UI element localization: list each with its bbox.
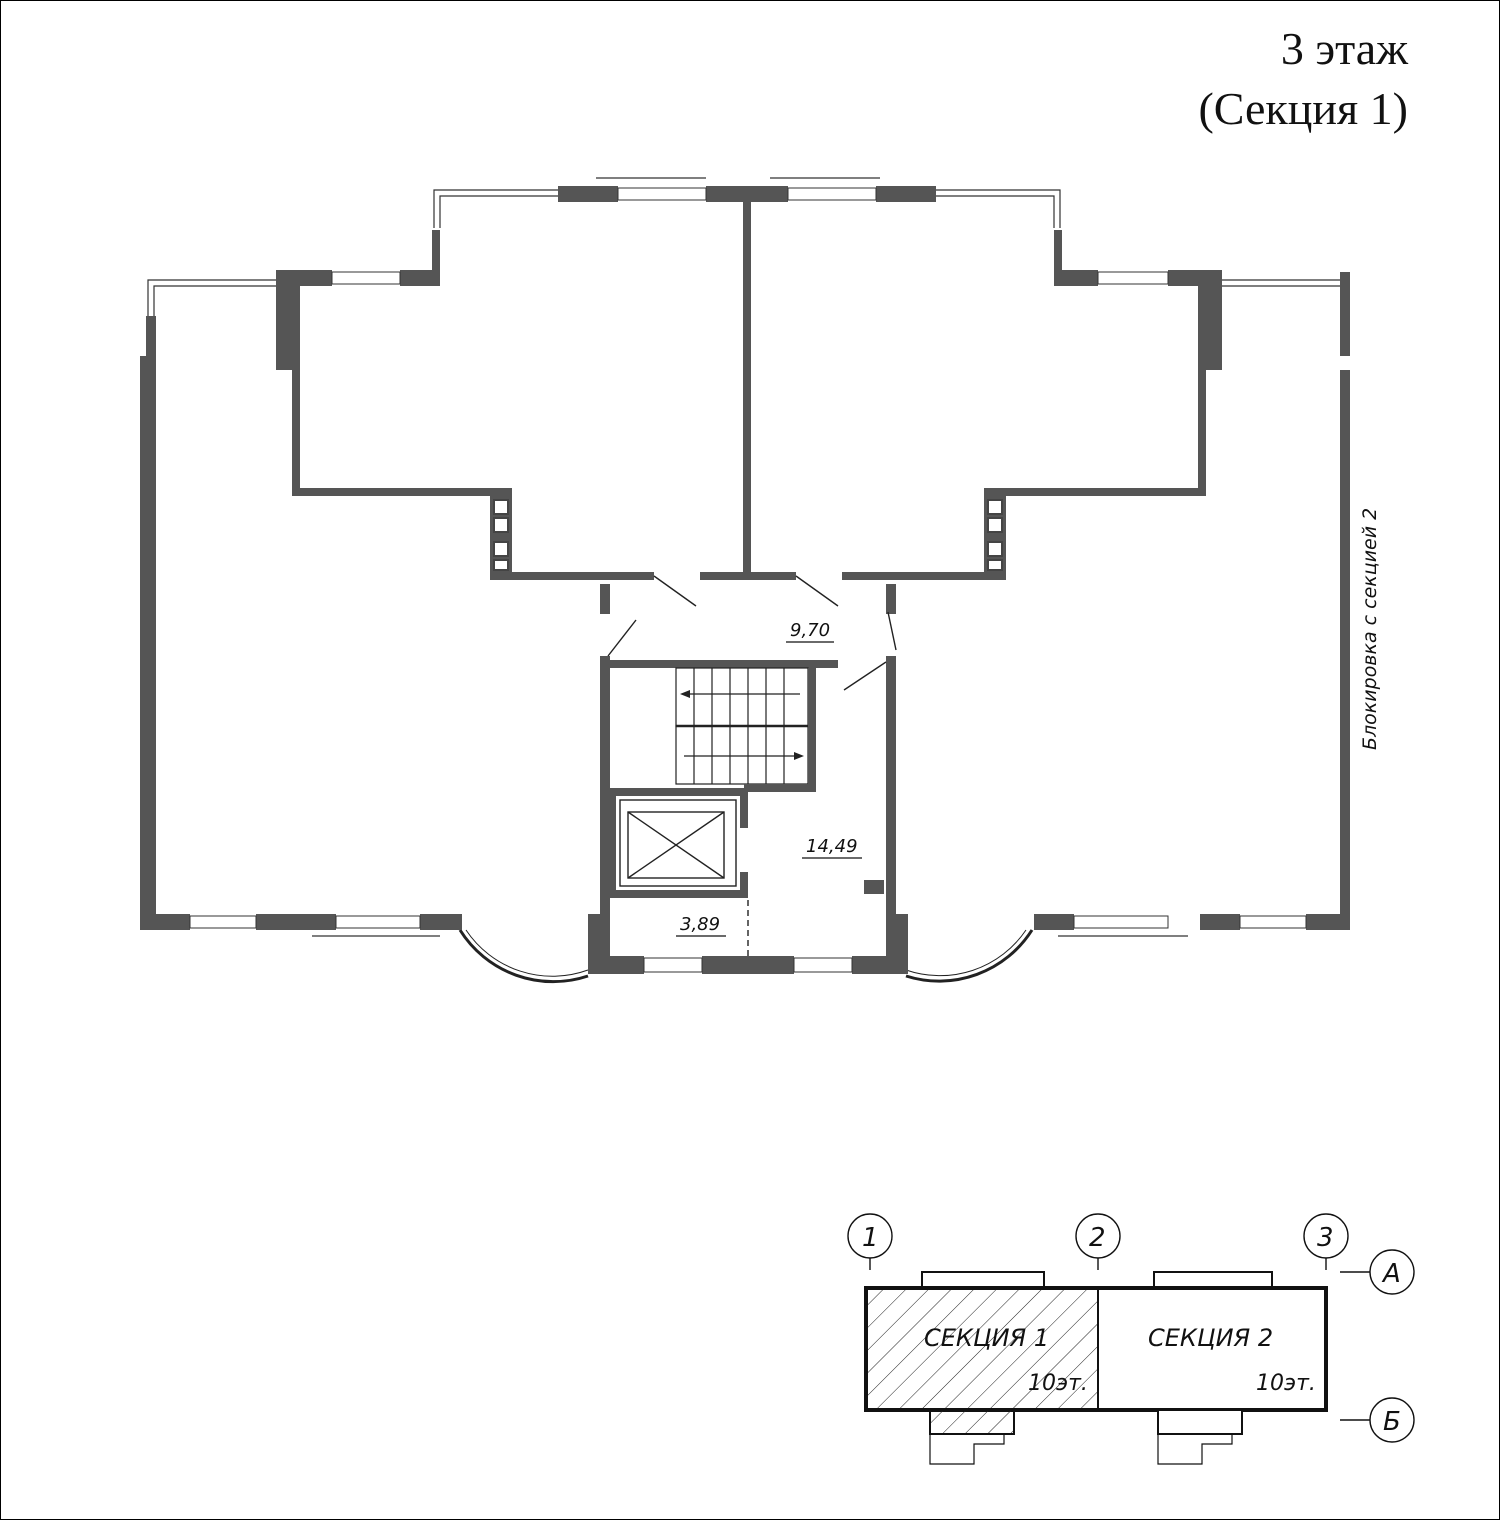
vent-shafts xyxy=(493,499,1003,571)
area-hall: 9,70 xyxy=(790,620,830,641)
section-2-label: СЕКЦИЯ 2 xyxy=(1148,1324,1273,1352)
section-1-block xyxy=(866,1288,1098,1410)
axis-1-label: 1 xyxy=(862,1223,879,1253)
axis-b-label: Б xyxy=(1383,1407,1401,1437)
area-vestibule: 3,89 xyxy=(680,914,720,935)
key-plan: 1 2 3 А Б СЕКЦИЯ 1 10эт. СЕКЦИЯ 2 10эт. xyxy=(847,1213,1415,1465)
staircase xyxy=(675,667,816,792)
blocking-note: Блокировка с секцией 2 xyxy=(1359,508,1381,750)
area-corridor: 14,49 xyxy=(806,836,858,857)
axis-a-label: А xyxy=(1381,1259,1401,1289)
windows xyxy=(189,187,1307,973)
floor-plan: 9,70 14,49 3,89 Блокировка с секцией 2 xyxy=(140,177,1381,984)
section-1-floors: 10эт. xyxy=(1028,1371,1088,1396)
section-1-label: СЕКЦИЯ 1 xyxy=(924,1324,1049,1352)
axis-2-label: 2 xyxy=(1089,1223,1106,1253)
bay-windows xyxy=(458,929,1034,984)
elevator xyxy=(619,799,737,887)
floor-title: 3 этаж xyxy=(1280,23,1408,74)
walls xyxy=(140,186,1350,974)
section-title: (Секция 1) xyxy=(1198,83,1408,134)
axis-3-label: 3 xyxy=(1317,1223,1334,1253)
section-2-floors: 10эт. xyxy=(1256,1371,1316,1396)
doors xyxy=(607,575,897,956)
